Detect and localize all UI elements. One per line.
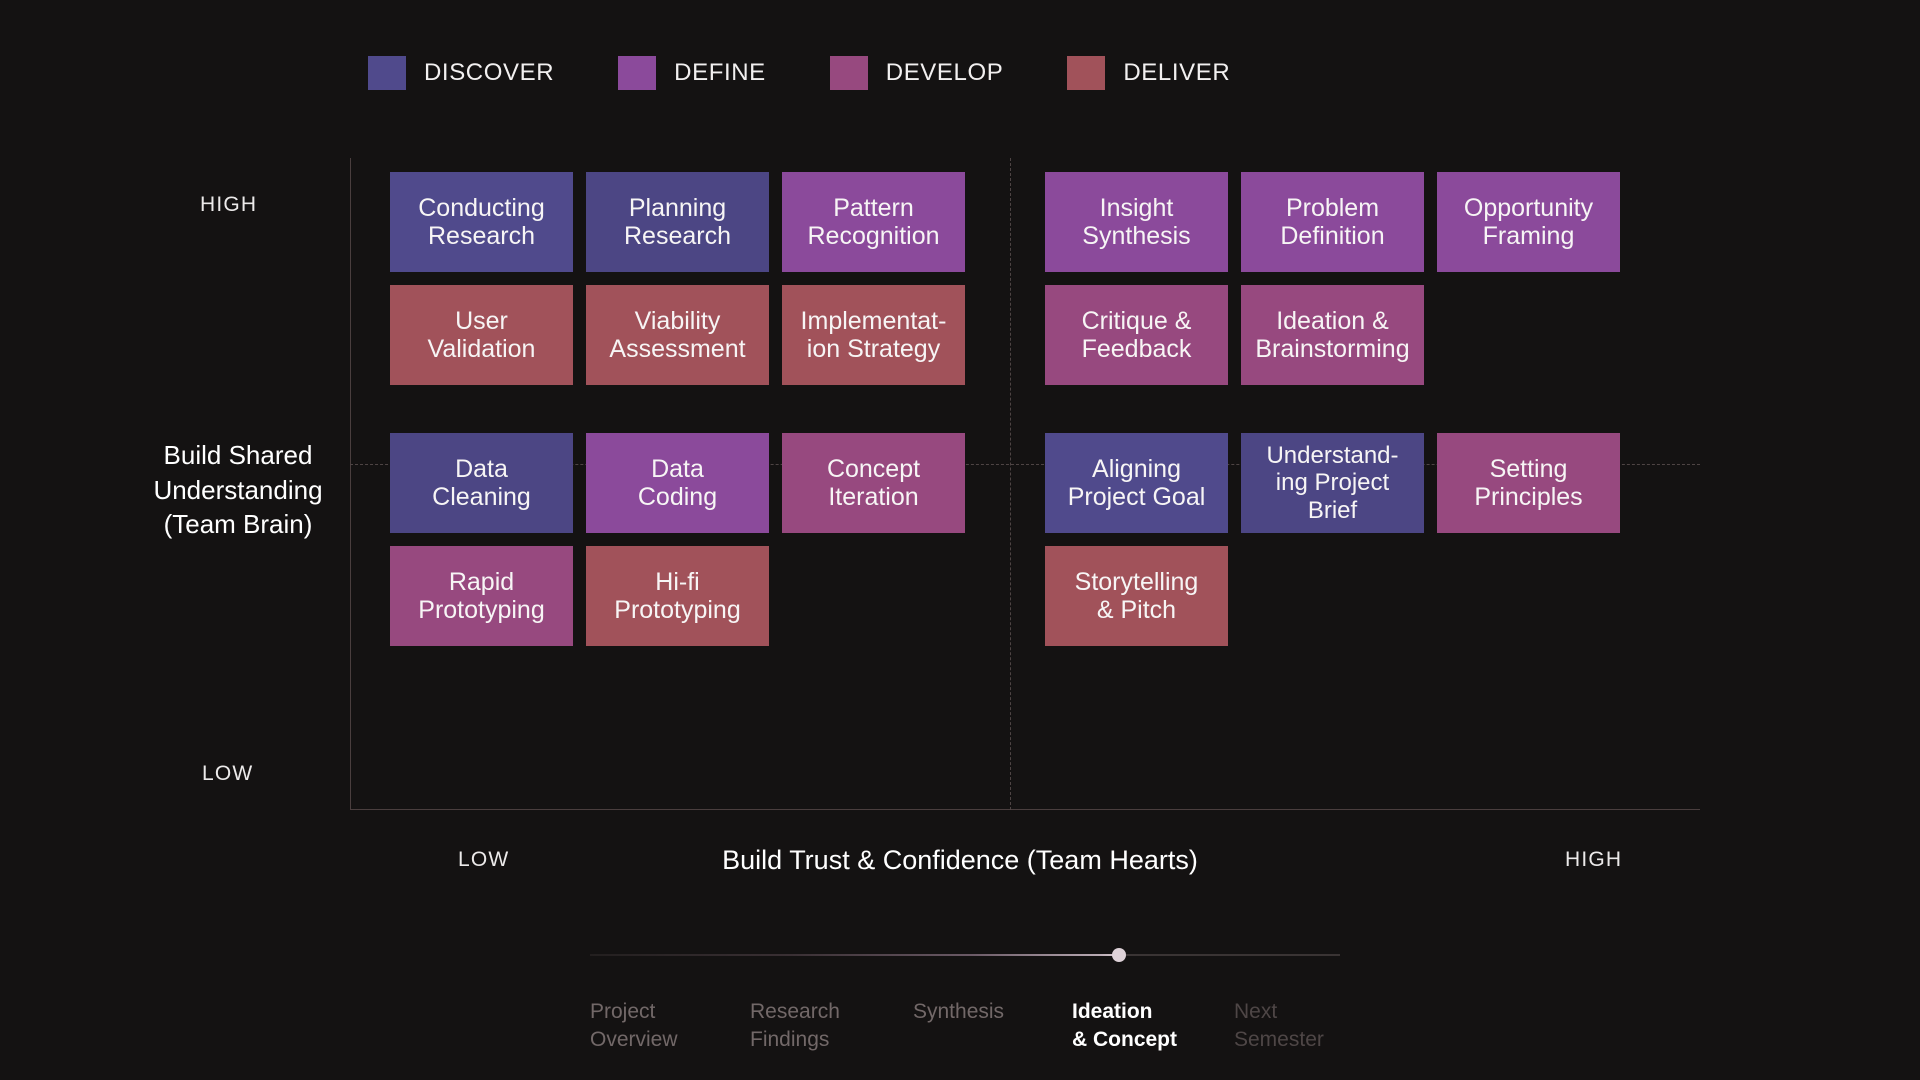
x-axis-low-tick: LOW bbox=[458, 848, 510, 871]
activity-card[interactable]: Problem Definition bbox=[1241, 172, 1424, 272]
activity-card[interactable]: Data Coding bbox=[586, 433, 769, 533]
step-label-row: Project Overview Research Findings Synth… bbox=[590, 998, 1340, 1054]
progress-track-fill bbox=[590, 954, 1120, 956]
legend-label: DELIVER bbox=[1123, 59, 1231, 86]
x-axis-high-tick: HIGH bbox=[1565, 848, 1623, 871]
card-row: Conducting Research Planning Research Pa… bbox=[390, 172, 965, 272]
y-axis-title: Build Shared Understanding (Team Brain) bbox=[153, 440, 323, 540]
step-project-overview[interactable]: Project Overview bbox=[590, 1000, 678, 1051]
activity-card[interactable]: Planning Research bbox=[586, 172, 769, 272]
progress-track[interactable] bbox=[590, 945, 1340, 965]
activity-card[interactable]: Storytelling & Pitch bbox=[1045, 546, 1228, 646]
card-row: Data Cleaning Data Coding Concept Iterat… bbox=[390, 433, 965, 533]
activity-card[interactable]: Ideation & Brainstorming bbox=[1241, 285, 1424, 385]
legend-label: DEFINE bbox=[674, 59, 766, 86]
progress-handle[interactable] bbox=[1112, 948, 1126, 962]
two-by-two-matrix: Conducting Research Planning Research Pa… bbox=[350, 158, 1700, 810]
color-swatch-icon bbox=[829, 56, 868, 90]
quadrant-bottom-right: Aligning Project Goal Understand- ing Pr… bbox=[1045, 433, 1620, 659]
quadrant-top-right: Insight Synthesis Problem Definition Opp… bbox=[1045, 172, 1620, 398]
quadrant-bottom-left: Data Cleaning Data Coding Concept Iterat… bbox=[390, 433, 965, 659]
horizontal-divider bbox=[350, 464, 1700, 465]
quadrant-top-left: Conducting Research Planning Research Pa… bbox=[390, 172, 965, 398]
legend-item-define[interactable]: DEFINE bbox=[618, 56, 766, 90]
activity-card[interactable]: Setting Principles bbox=[1437, 433, 1620, 533]
activity-card[interactable]: User Validation bbox=[390, 285, 573, 385]
activity-card[interactable]: Hi-fi Prototyping bbox=[586, 546, 769, 646]
activity-card[interactable]: Insight Synthesis bbox=[1045, 172, 1228, 272]
activity-card[interactable]: Concept Iteration bbox=[782, 433, 965, 533]
activity-card[interactable]: Aligning Project Goal bbox=[1045, 433, 1228, 533]
card-row: Insight Synthesis Problem Definition Opp… bbox=[1045, 172, 1620, 272]
legend-item-develop[interactable]: DEVELOP bbox=[829, 56, 1004, 90]
y-axis-low-tick: LOW bbox=[202, 762, 254, 785]
activity-card[interactable]: Critique & Feedback bbox=[1045, 285, 1228, 385]
activity-card[interactable]: Rapid Prototyping bbox=[390, 546, 573, 646]
y-axis-line bbox=[350, 158, 351, 810]
x-axis-line bbox=[350, 809, 1700, 810]
legend-item-deliver[interactable]: DELIVER bbox=[1067, 56, 1230, 90]
activity-card[interactable]: Opportunity Framing bbox=[1437, 172, 1620, 272]
card-row: Storytelling & Pitch bbox=[1045, 546, 1620, 646]
legend-label: DISCOVER bbox=[424, 59, 555, 86]
color-swatch-icon bbox=[1067, 56, 1106, 90]
activity-card[interactable]: Implementat- ion Strategy bbox=[782, 285, 965, 385]
card-row: Rapid Prototyping Hi-fi Prototyping bbox=[390, 546, 965, 646]
color-swatch-icon bbox=[618, 56, 657, 90]
card-row: Critique & Feedback Ideation & Brainstor… bbox=[1045, 285, 1620, 385]
activity-card[interactable]: Pattern Recognition bbox=[782, 172, 965, 272]
step-next-semester[interactable]: Next Semester bbox=[1234, 1000, 1324, 1051]
vertical-divider bbox=[1010, 158, 1011, 810]
color-swatch-icon bbox=[368, 56, 406, 90]
legend-item-discover[interactable]: DISCOVER bbox=[368, 56, 554, 90]
x-axis-title: Build Trust & Confidence (Team Hearts) bbox=[722, 845, 1198, 875]
activity-card[interactable]: Understand- ing Project Brief bbox=[1241, 433, 1424, 533]
phase-legend: DISCOVER DEFINE DEVELOP DELIVER bbox=[368, 56, 1294, 90]
activity-card[interactable]: Data Cleaning bbox=[390, 433, 573, 533]
activity-card[interactable]: Viability Assessment bbox=[586, 285, 769, 385]
y-axis-high-tick: HIGH bbox=[200, 193, 258, 216]
card-row: User Validation Viability Assessment Imp… bbox=[390, 285, 965, 385]
step-research-findings[interactable]: Research Findings bbox=[750, 1000, 840, 1051]
legend-label: DEVELOP bbox=[885, 59, 1004, 86]
step-ideation-concept[interactable]: Ideation & Concept bbox=[1072, 1000, 1177, 1051]
phase-progress-stepper[interactable]: Project Overview Research Findings Synth… bbox=[590, 945, 1340, 1054]
activity-card[interactable]: Conducting Research bbox=[390, 172, 573, 272]
card-row: Aligning Project Goal Understand- ing Pr… bbox=[1045, 433, 1620, 533]
step-synthesis[interactable]: Synthesis bbox=[913, 1000, 1005, 1023]
